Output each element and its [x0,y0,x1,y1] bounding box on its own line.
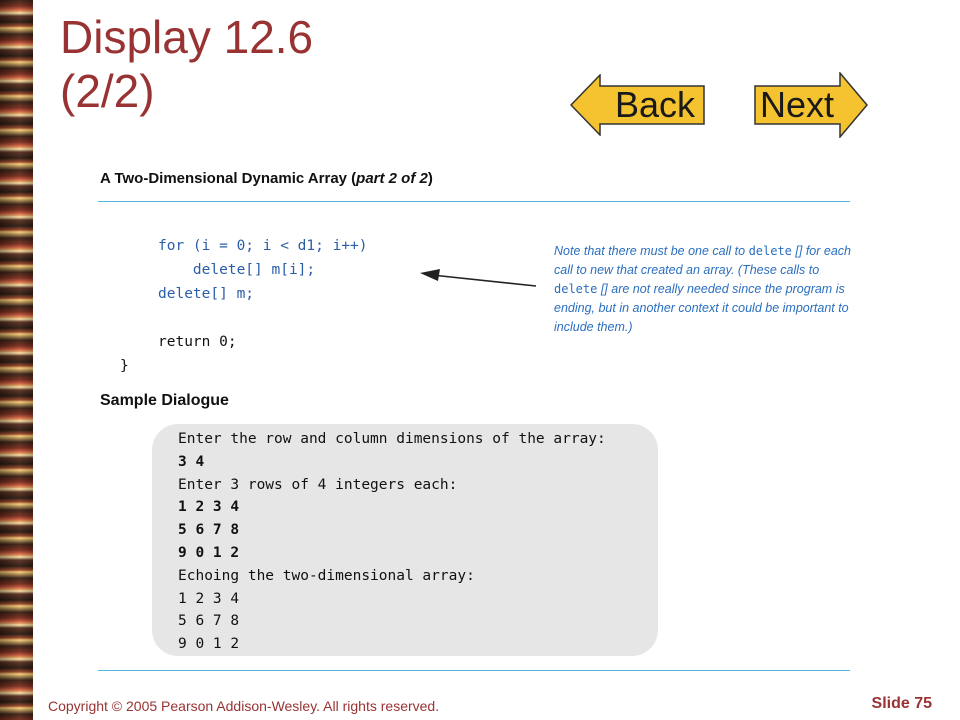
code-line: for (i = 0; i < d1; i++) [158,238,368,254]
footer-copyright: Copyright © 2005 Pearson Addison-Wesley.… [48,698,440,714]
next-button[interactable]: Next [754,72,868,138]
dialogue-output-line: 1 2 3 4 [178,590,240,607]
title-line-2: (2/2) [60,65,155,117]
dialogue-input-line: 5 6 7 8 [178,522,240,539]
title-line-1: Display 12.6 [60,11,314,63]
dialogue-output-line: Enter the row and column dimensions of t… [178,431,606,447]
sample-dialogue-box: Enter the row and column dimensions of t… [152,424,658,656]
code-line: } [120,358,129,374]
annotation-note: Note that there must be one call to dele… [554,244,851,334]
code-line: delete[] m; [158,286,255,302]
next-button-label: Next [759,84,835,125]
dialogue-output-line: 9 0 1 2 [178,636,240,653]
dialogue-input-line: 3 4 [178,453,205,470]
dialogue-text: Enter the row and column dimensions of t… [152,424,658,656]
decorative-side-strip [0,0,33,720]
code-block: for (i = 0; i < d1; i++) delete[] m[i]; d… [110,234,368,378]
page-title: Display 12.6 (2/2) [60,10,313,118]
slide-number: Slide 75 [871,695,932,712]
callout-arrow-icon [420,269,537,287]
display-heading-text: A Two-Dimensional Dynamic Array (part 2 … [100,170,433,187]
code-line: delete[] m[i]; [158,262,316,278]
dialogue-output-line: Echoing the two-dimensional array: [178,567,475,584]
display-heading: A Two-Dimensional Dynamic Array (part 2 … [100,170,433,187]
code-line [110,306,368,330]
right-arrow-icon [754,72,868,138]
bottom-divider [98,670,850,671]
back-button-label: Back [614,84,696,125]
dialogue-output-line: 5 6 7 8 [178,613,240,630]
sample-dialogue-heading: Sample Dialogue [100,392,229,409]
back-button[interactable]: Back [570,74,706,136]
code-line: return 0; [158,334,237,350]
dialogue-output-line: Enter 3 rows of 4 integers each: [178,476,458,493]
dialogue-input-line: 9 0 1 2 [178,544,240,561]
top-divider [98,201,850,202]
dialogue-input-line: 1 2 3 4 [178,499,240,516]
heading-italic-part: part 2 of 2 [356,170,428,187]
left-arrow-icon [570,74,705,136]
